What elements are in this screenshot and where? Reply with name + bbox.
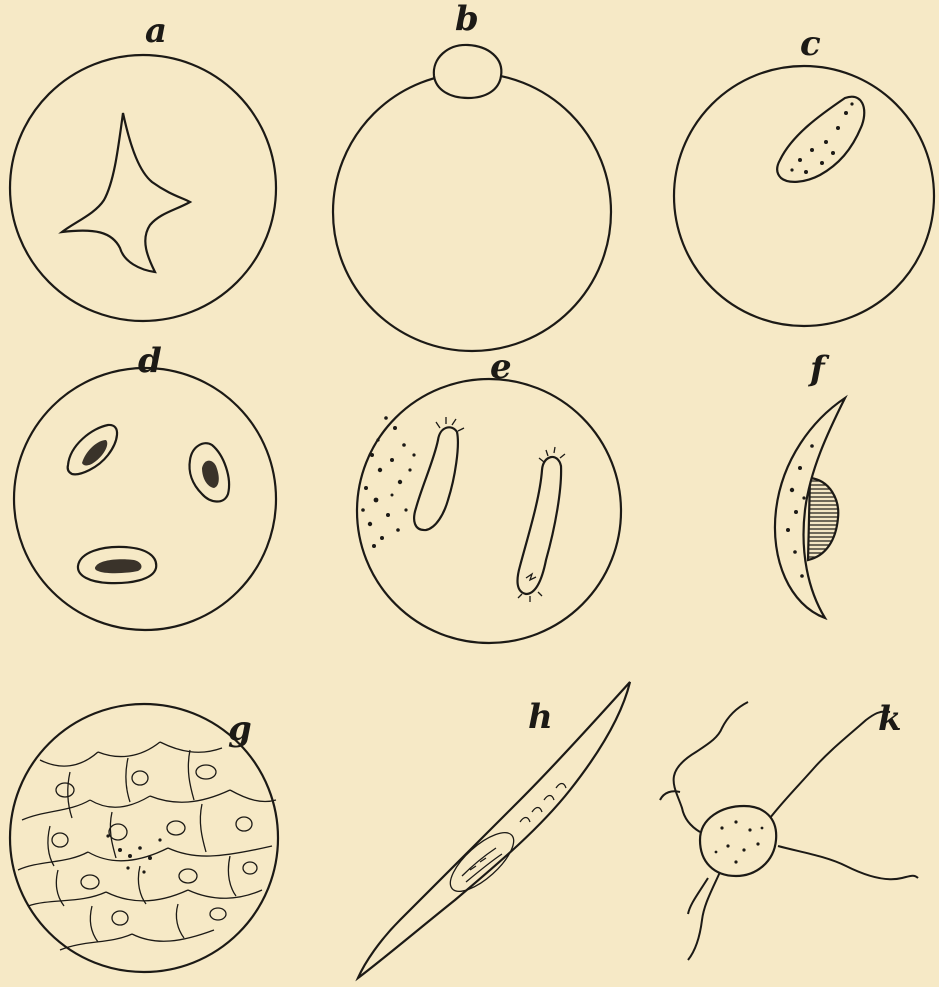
figure-b-label: b (455, 0, 479, 39)
figure-a-label: a (145, 11, 167, 51)
figure-d-nucleated-cell-3 (78, 547, 156, 583)
figure-k-label: k (878, 699, 902, 739)
figure-d-label: d (138, 341, 162, 381)
figure-k-cell-body (700, 806, 776, 876)
figure-b-budding-globule (434, 45, 502, 98)
figure-h-label: h (528, 697, 553, 737)
figure-c-label: c (800, 24, 821, 64)
